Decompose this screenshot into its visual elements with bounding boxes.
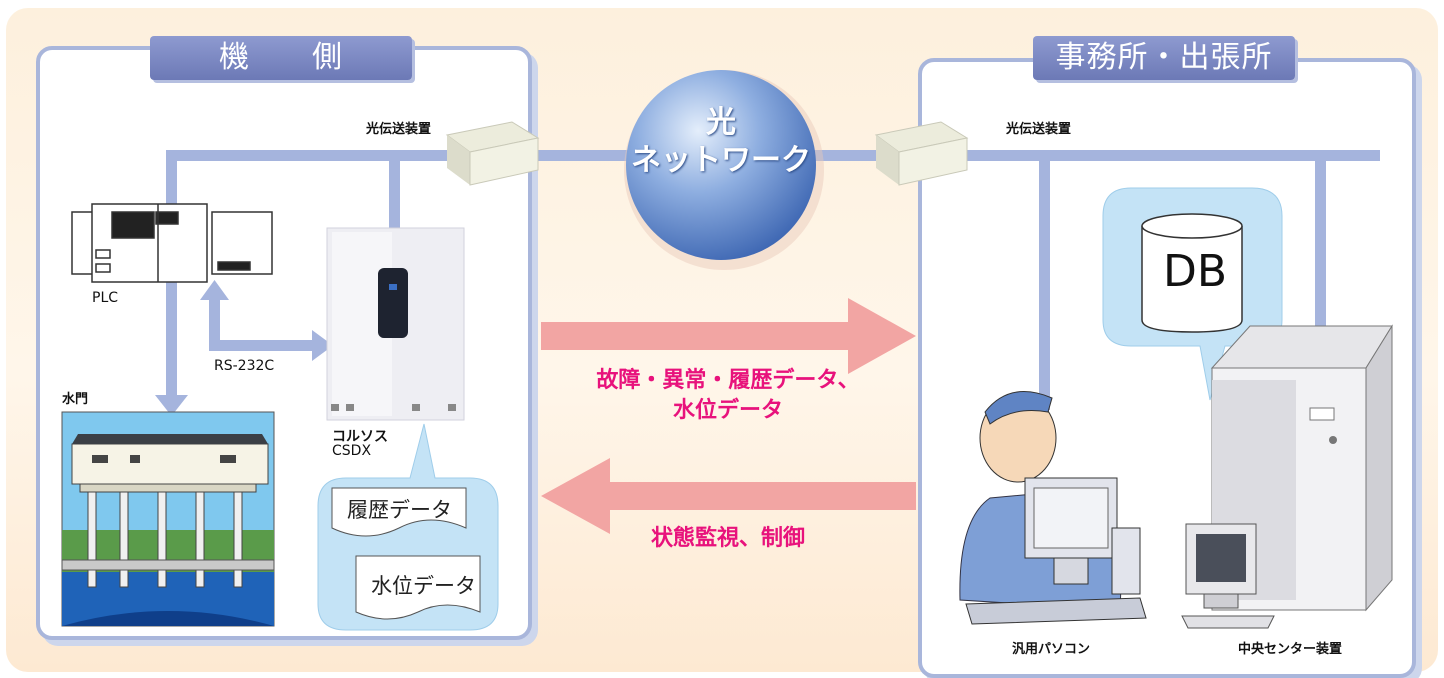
pc-drop-line [1039,150,1050,410]
pc-label: 汎用パソコン [1012,642,1091,657]
flow-arrows [541,298,916,534]
water-level-data-document: 水位データ [371,574,476,598]
water-gate-label: 水門 [62,392,89,407]
upstream-flow-label: 故障・異常・履歴データ、 水位データ [548,366,908,426]
optical-transceiver-right [874,121,969,186]
network-label-line2: ネットワーク [631,143,811,178]
downstream-flow-arrow [541,458,916,534]
network-sphere [626,70,816,260]
rs232c-horizontal [209,340,314,351]
plc-label: PLC [92,290,119,306]
central-server-illustration [1181,324,1393,629]
history-data-document: 履歴データ [347,498,452,522]
network-label-line1: 光 [706,105,736,140]
optical-transceiver-left-label: 光伝送装置 [366,122,432,137]
rs232c-label: RS-232C [214,358,275,374]
upstream-flow-line1: 故障・異常・履歴データ、 [596,368,860,393]
database-label: DB [1163,246,1228,297]
corsos-drop-line [389,150,400,230]
water-gate-illustration [61,411,275,627]
corsos-csdx-device [326,227,465,421]
csdx-label: CSDX [332,443,372,459]
data-bubble [317,423,499,631]
gate-arrowhead [155,395,188,416]
plc-unit [71,203,273,283]
db-bubble [1102,187,1283,401]
rs232c-vertical [209,298,220,348]
rs232c-arrow-up [200,280,229,300]
rs232c-arrow-right [312,330,333,361]
optical-network-label: 光 ネットワーク [626,104,816,180]
pc-operator-illustration [959,391,1147,625]
optical-transceiver-right-label: 光伝送装置 [1006,122,1072,137]
server-label: 中央センター装置 [1238,642,1343,657]
downstream-flow-label: 状態監視、制御 [650,526,805,551]
corsos-label: コルソス [332,429,388,445]
office-panel-title: 事務所・出張所 [1033,36,1295,80]
upstream-flow-line2: 水位データ [672,398,783,423]
upstream-flow-arrow [541,298,916,374]
optical-transceiver-left [445,121,540,186]
server-drop-line [1315,150,1326,368]
site-panel-title: 機 側 [150,36,412,80]
